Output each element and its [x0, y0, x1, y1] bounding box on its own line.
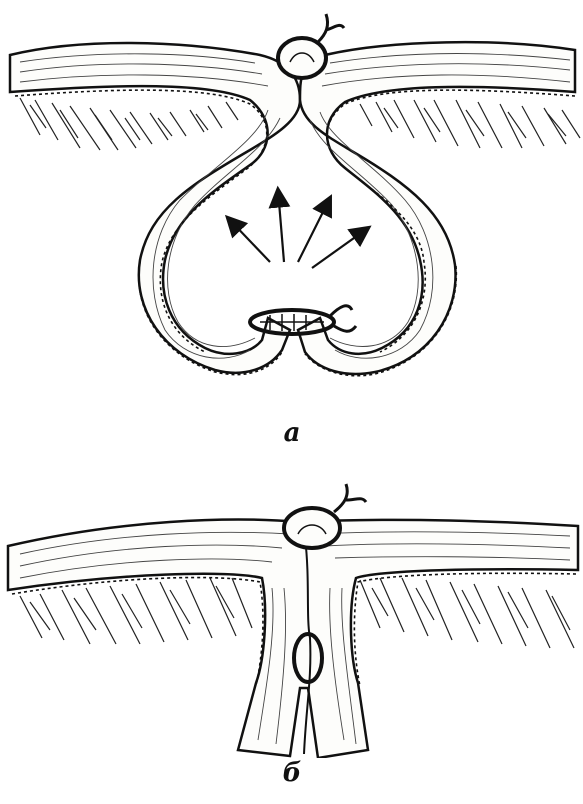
arrow-3: [298, 198, 330, 262]
mucosa-hatching-left: [20, 98, 238, 150]
wall-tissue-right: [298, 42, 575, 374]
mucosa-hatching-right-b: [360, 578, 574, 648]
panel-a-caption: а: [262, 418, 322, 448]
arrow-4: [312, 228, 368, 268]
wall-tissue-left: [10, 43, 300, 373]
arrow-1: [228, 218, 270, 262]
panel-b-illustration: [0, 478, 583, 758]
panel-b-caption: б: [262, 758, 322, 788]
expansion-arrows: [228, 190, 368, 268]
arrow-2: [278, 190, 284, 262]
panel-a-illustration: [0, 0, 583, 400]
wall-tissue-b: [8, 520, 578, 758]
mucosa-hatching-right: [360, 100, 580, 148]
